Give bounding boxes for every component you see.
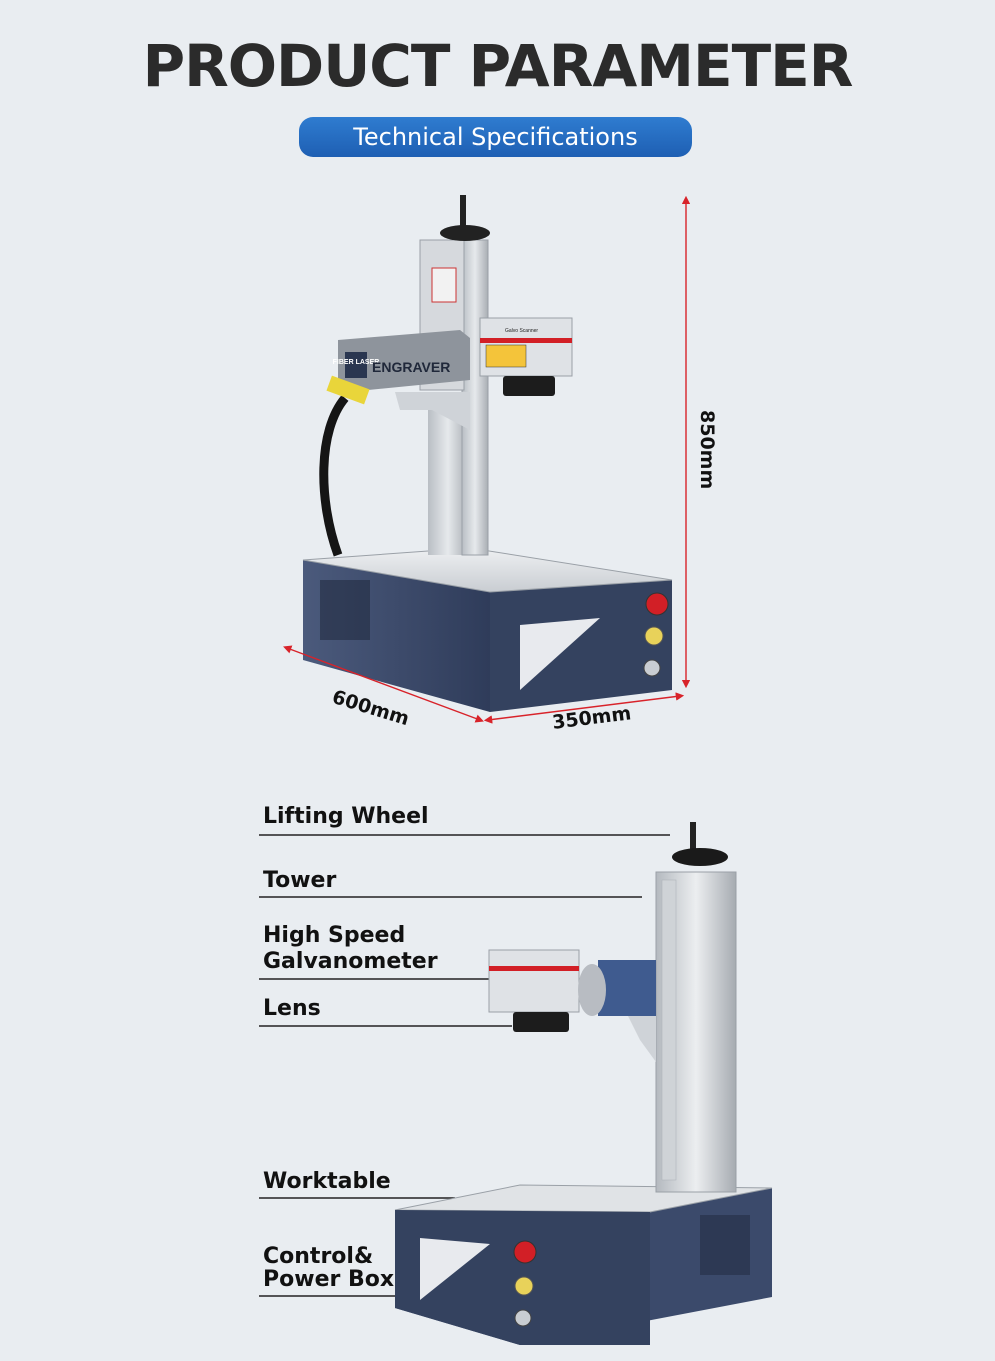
- subtitle-badge: Technical Specifications: [299, 117, 692, 157]
- warning-label: [431, 267, 457, 303]
- part-label-worktable: Worktable: [263, 1169, 391, 1194]
- key-switch: [643, 659, 661, 677]
- cabinet-vent-left: [320, 580, 370, 640]
- emergency-stop-button: [645, 592, 669, 616]
- cabinet-vent-side: [700, 1215, 750, 1275]
- worktable-top: [302, 547, 673, 593]
- cabinet-vent-front: [420, 1238, 490, 1300]
- arm: [598, 960, 656, 1016]
- lifting-wheel-top: [440, 225, 490, 241]
- fiber-cable: [319, 395, 349, 557]
- indicator-light: [514, 1276, 534, 1296]
- part-label-control-box: Control& Power Box: [263, 1244, 395, 1292]
- width-dimension-line: [283, 645, 484, 723]
- page-title: PRODUCT PARAMETER: [142, 32, 854, 100]
- galvanometer: [488, 949, 580, 1013]
- indicator-light: [644, 626, 664, 646]
- cabinet-front-face: [490, 580, 672, 712]
- lifting-wheel: [672, 848, 728, 866]
- part-label-galvanometer: High Speed Galvanometer: [263, 923, 438, 974]
- lens: [513, 1012, 569, 1032]
- key-switch: [514, 1309, 532, 1327]
- cabinet-vent-front: [520, 618, 600, 690]
- emergency-stop-button: [513, 1240, 537, 1264]
- galvo-scanner-text: Galvo Scanner: [505, 328, 538, 334]
- fiber-laser-text: FIBER LASER: [333, 359, 380, 366]
- engraver-text: ENGRAVER: [372, 359, 450, 375]
- part-label-tower: Tower: [263, 868, 337, 893]
- arm-support: [395, 392, 470, 430]
- lens: [503, 376, 555, 396]
- part-label-lens: Lens: [263, 996, 321, 1021]
- fiber-cable-tag: [326, 375, 370, 405]
- part-label-lifting-wheel: Lifting Wheel: [263, 804, 429, 829]
- laser-head-housing: [338, 330, 470, 392]
- depth-dimension-line: [483, 692, 685, 724]
- galvo-warning-label: [485, 344, 527, 368]
